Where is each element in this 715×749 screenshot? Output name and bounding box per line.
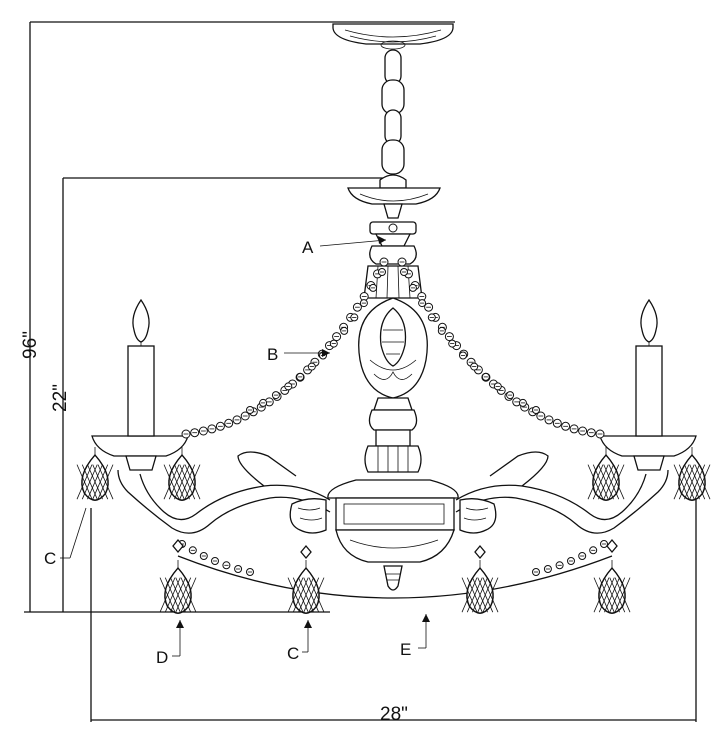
bead-swag-left [178,540,254,576]
crystal-connector [172,538,184,554]
dimension-96-label: 96" [20,331,41,359]
ceiling-canopy [332,23,454,50]
callout-b: B [267,345,330,364]
bead-swag-right [532,540,608,576]
crystal-connector [474,544,486,560]
callout-d: D [156,620,184,667]
left-arm [117,451,331,534]
callout-e-label: E [400,640,411,659]
callout-c-left-label: C [44,549,56,568]
crystal-connector [300,544,312,560]
crystal-drop [163,447,201,501]
lower-swag [177,555,613,599]
callout-b-label: B [267,345,278,364]
crystal-drop [673,447,711,501]
callout-e: E [400,614,430,659]
dimension-22-line [62,177,392,612]
crystal-drop [76,447,114,501]
crystal-drops [76,447,711,614]
right-candle [599,298,697,471]
right-arm [455,451,669,534]
bead-chain-left [181,257,389,439]
dimension-28-line [90,492,697,722]
callout-c-left: C [44,507,87,568]
crystal-drop [287,560,325,614]
callout-c-bottom-label: C [287,644,299,663]
crystal-drop [159,560,197,614]
bead-chain-right [397,257,605,439]
crystal-drop [593,560,631,614]
dimension-22-label: 22" [50,384,71,412]
central-bowl [327,479,459,591]
dimension-28-label: 28" [380,704,408,725]
callout-a: A [302,236,387,257]
crystal-drop [461,560,499,614]
chain [381,49,405,175]
left-candle [91,298,189,471]
center-stem [358,221,428,473]
crystal-drop [587,447,625,501]
body-canopy [347,174,441,219]
callout-a-label: A [302,238,314,257]
crystal-connector [606,538,618,554]
callout-d-label: D [156,648,168,667]
callout-c-bottom: C [287,620,312,663]
